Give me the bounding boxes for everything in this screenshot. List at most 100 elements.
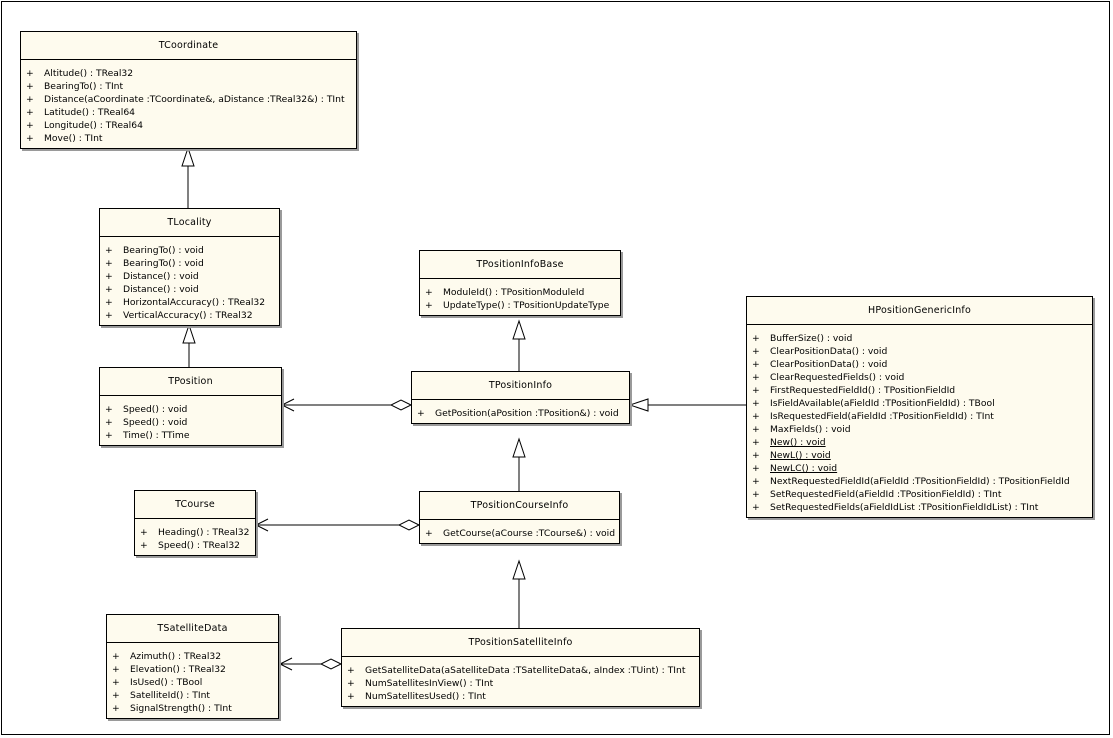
operation-signature: Speed() : void	[123, 417, 188, 428]
operation: + Heading() : TReal32	[135, 526, 255, 539]
class-name: TPositionCourseInfo	[420, 492, 619, 520]
generalization-arrowhead	[181, 146, 195, 167]
operation-signature: MaxFields() : void	[770, 424, 851, 435]
operation: + Altitude() : TReal32	[21, 67, 356, 80]
operations-compartment: +ModuleId() : TPositionModuleId+UpdateTy…	[420, 279, 620, 312]
operation: + Speed() : void	[100, 416, 281, 429]
visibility-marker: +	[752, 398, 760, 409]
operation-signature: Altitude() : TReal32	[44, 68, 134, 79]
operation-signature: Longitude() : TReal64	[44, 120, 143, 131]
operation-signature: ClearRequestedFields() : void	[770, 372, 905, 383]
operation-signature: Time() : TTime	[123, 430, 190, 441]
operation: +NumSatellitesUsed() : TInt	[342, 690, 699, 703]
operations-compartment: +Azimuth() : TReal32+Elevation() : TReal…	[107, 643, 278, 715]
visibility-marker: +	[112, 664, 120, 675]
operation: +BufferSize() : void	[747, 332, 1092, 345]
operation: +SatelliteId() : TInt	[107, 689, 278, 702]
class-name: HPositionGenericInfo	[747, 297, 1092, 325]
visibility-marker: +	[26, 120, 34, 131]
generalization-arrowhead	[512, 559, 526, 580]
class-name: TLocality	[100, 209, 279, 237]
visibility-marker: +	[26, 68, 34, 79]
class-tpositioncourseinfo: TPositionCourseInfo + GetCourse(aCourse :T…	[419, 491, 620, 544]
visibility-marker: +	[752, 346, 760, 357]
operation: + NextRequestedFieldId(aFieldId :TPositio…	[747, 475, 1092, 488]
visibility-marker: +	[347, 691, 355, 702]
visibility-marker: +	[105, 417, 113, 428]
operation-signature: NextRequestedFieldId(aFieldId :TPosition…	[770, 476, 1070, 487]
operation: +Time() : TTime	[100, 429, 281, 442]
navigability-arrowhead	[254, 518, 269, 532]
operations-compartment: +Heading() : TReal32+Speed() : TReal32	[135, 519, 255, 552]
operation-signature: Azimuth() : TReal32	[130, 651, 222, 662]
class-hpositiongenericinfo: HPositionGenericInfo+BufferSize() : void…	[746, 296, 1093, 518]
operation: + FirstRequestedFieldId() : TPositionFiel…	[747, 384, 1092, 397]
operation-signature: VerticalAccuracy() : TReal32	[123, 310, 253, 321]
class-tpositioninfo: TPositionInfo+GetPosition(aPosition :TPo…	[411, 371, 630, 424]
operation-signature: SatelliteId() : TInt	[130, 690, 211, 701]
navigability-arrowhead	[280, 398, 295, 412]
visibility-marker: +	[752, 424, 760, 435]
operation-signature: New() : void	[770, 437, 826, 448]
class-tpositioninfobase: TPositionInfoBase+ModuleId() : TPosition…	[419, 250, 621, 316]
operation-signature: NewL() : void	[770, 450, 831, 461]
operation: + GetCourse(aCourse :TCourse&) : void	[420, 527, 619, 540]
aggregation-diamond	[397, 519, 421, 531]
operation-signature: NumSatellitesInView() : TInt	[365, 678, 494, 689]
operation-signature: GetSatelliteData(aSatelliteData :TSatell…	[365, 665, 686, 676]
operation: +NewL() : void	[747, 449, 1092, 462]
operation-signature: Distance() : void	[123, 284, 199, 295]
operation: +ModuleId() : TPositionModuleId	[420, 286, 620, 299]
operation-signature: IsRequestedField(aFieldId :TPositionFiel…	[770, 411, 994, 422]
operation: +Latitude() : TReal64	[21, 106, 356, 119]
generalization-arrowhead	[512, 319, 526, 340]
operation: +BearingTo() : TInt	[21, 80, 356, 93]
visibility-marker: +	[425, 528, 433, 539]
visibility-marker: +	[140, 527, 148, 538]
visibility-marker: +	[105, 245, 113, 256]
operations-compartment: + GetSatelliteData(aSatelliteData :TSatel…	[342, 657, 699, 703]
operation-signature: Heading() : TReal32	[158, 527, 250, 538]
operation: +ClearPositionData() : void	[747, 358, 1092, 371]
visibility-marker: +	[105, 258, 113, 269]
navigability-arrowhead	[278, 657, 293, 671]
operation: +VerticalAccuracy() : TReal32	[100, 309, 279, 322]
visibility-marker: +	[112, 703, 120, 714]
class-tposition: TPosition+Speed() : void+Speed() : void+…	[99, 367, 282, 446]
operations-compartment: +BearingTo() : void+BearingTo() : void+D…	[100, 237, 279, 322]
visibility-marker: +	[26, 94, 34, 105]
operation-signature: BearingTo() : TInt	[44, 81, 124, 92]
visibility-marker: +	[105, 297, 113, 308]
operation: +UpdateType() : TPositionUpdateType	[420, 299, 620, 312]
visibility-marker: +	[105, 284, 113, 295]
operation-signature: Distance() : void	[123, 271, 199, 282]
operation-signature: GetPosition(aPosition :TPosition&) : voi…	[435, 408, 619, 419]
operation: + Distance(aCoordinate :TCoordinate&, aDi…	[21, 93, 356, 106]
operation-signature: BufferSize() : void	[770, 333, 853, 344]
operation-signature: Move() : TInt	[44, 133, 103, 144]
operation-signature: IsUsed() : TBool	[130, 677, 203, 688]
visibility-marker: +	[752, 502, 760, 513]
operation: +New() : void	[747, 436, 1092, 449]
class-tlocality: TLocality+BearingTo() : void+BearingTo()…	[99, 208, 280, 326]
operation-signature: BearingTo() : void	[123, 245, 204, 256]
operation: +IsFieldAvailable(aFieldId :TPositionFie…	[747, 397, 1092, 410]
operation-signature: GetCourse(aCourse :TCourse&) : void	[443, 528, 616, 539]
class-name: TCoordinate	[21, 32, 356, 60]
operations-compartment: +Speed() : void+Speed() : void+Time() : …	[100, 396, 281, 442]
visibility-marker: +	[752, 476, 760, 487]
operation: +GetPosition(aPosition :TPosition&) : vo…	[412, 407, 629, 420]
visibility-marker: +	[752, 385, 760, 396]
aggregation-diamond	[389, 399, 413, 411]
operation-signature: FirstRequestedFieldId() : TPositionField…	[770, 385, 956, 396]
operation: + Longitude() : TReal64	[21, 119, 356, 132]
operation-signature: Distance(aCoordinate :TCoordinate&, aDis…	[44, 94, 345, 105]
visibility-marker: +	[752, 489, 760, 500]
visibility-marker: +	[425, 287, 433, 298]
visibility-marker: +	[752, 359, 760, 370]
operation-signature: NewLC() : void	[770, 463, 838, 474]
operation: +ClearPositionData() : void	[747, 345, 1092, 358]
visibility-marker: +	[105, 404, 113, 415]
